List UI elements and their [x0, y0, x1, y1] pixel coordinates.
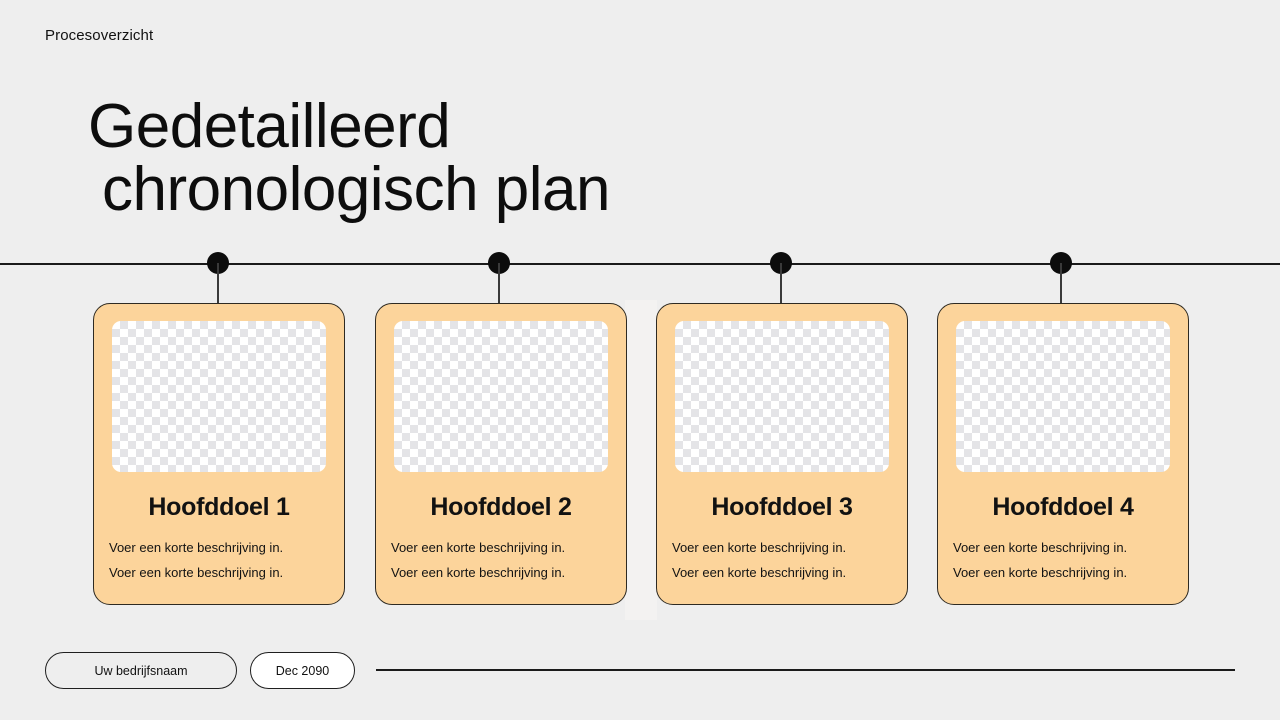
- milestone-card[interactable]: Hoofddoel 3 Voer een korte beschrijving …: [656, 303, 908, 605]
- milestone-title: Hoofddoel 2: [430, 493, 572, 521]
- milestone-description: Voer een korte beschrijving in. Voer een…: [953, 535, 1178, 585]
- page-title-line-1: Gedetailleerd: [88, 92, 451, 161]
- milestone-title: Hoofddoel 4: [992, 493, 1134, 521]
- timeline-connector-line: [780, 263, 782, 315]
- timeline-connector-line: [498, 263, 500, 315]
- milestone-description-line-2: Voer een korte beschrijving in.: [672, 565, 847, 580]
- milestone-title: Hoofddoel 3: [711, 493, 853, 521]
- milestone-description: Voer een korte beschrijving in. Voer een…: [391, 535, 616, 585]
- milestone-card[interactable]: Hoofddoel 4 Voer een korte beschrijving …: [937, 303, 1189, 605]
- timeline-axis-line: [0, 263, 1280, 265]
- timeline-connector-line: [217, 263, 219, 315]
- image-placeholder[interactable]: [394, 321, 608, 472]
- image-placeholder[interactable]: [675, 321, 889, 472]
- slide-eyebrow-label: Procesoverzicht: [45, 27, 154, 44]
- milestone-description-line-1: Voer een korte beschrijving in.: [391, 540, 566, 555]
- milestone-card[interactable]: Hoofddoel 1 Voer een korte beschrijving …: [93, 303, 345, 605]
- milestone-description-line-2: Voer een korte beschrijving in.: [953, 565, 1128, 580]
- milestone-description: Voer een korte beschrijving in. Voer een…: [672, 535, 897, 585]
- milestone-title: Hoofddoel 1: [148, 493, 290, 521]
- milestone-card[interactable]: Hoofddoel 2 Voer een korte beschrijving …: [375, 303, 627, 605]
- milestone-description-line-2: Voer een korte beschrijving in.: [109, 565, 284, 580]
- milestone-description-line-1: Voer een korte beschrijving in.: [109, 540, 284, 555]
- page-title-line-2: chronologisch plan: [102, 155, 611, 224]
- image-placeholder[interactable]: [112, 321, 326, 472]
- milestone-description-line-2: Voer een korte beschrijving in.: [391, 565, 566, 580]
- background-band: [625, 300, 657, 620]
- milestone-description-line-1: Voer een korte beschrijving in.: [672, 540, 847, 555]
- date-pill[interactable]: Dec 2090: [250, 652, 355, 689]
- footer-divider-line: [376, 669, 1235, 671]
- milestone-description-line-1: Voer een korte beschrijving in.: [953, 540, 1128, 555]
- milestone-description: Voer een korte beschrijving in. Voer een…: [109, 535, 334, 585]
- timeline-connector-line: [1060, 263, 1062, 315]
- company-name-pill[interactable]: Uw bedrijfsnaam: [45, 652, 237, 689]
- image-placeholder[interactable]: [956, 321, 1170, 472]
- page-title: Gedetailleerd chronologisch plan: [88, 95, 828, 221]
